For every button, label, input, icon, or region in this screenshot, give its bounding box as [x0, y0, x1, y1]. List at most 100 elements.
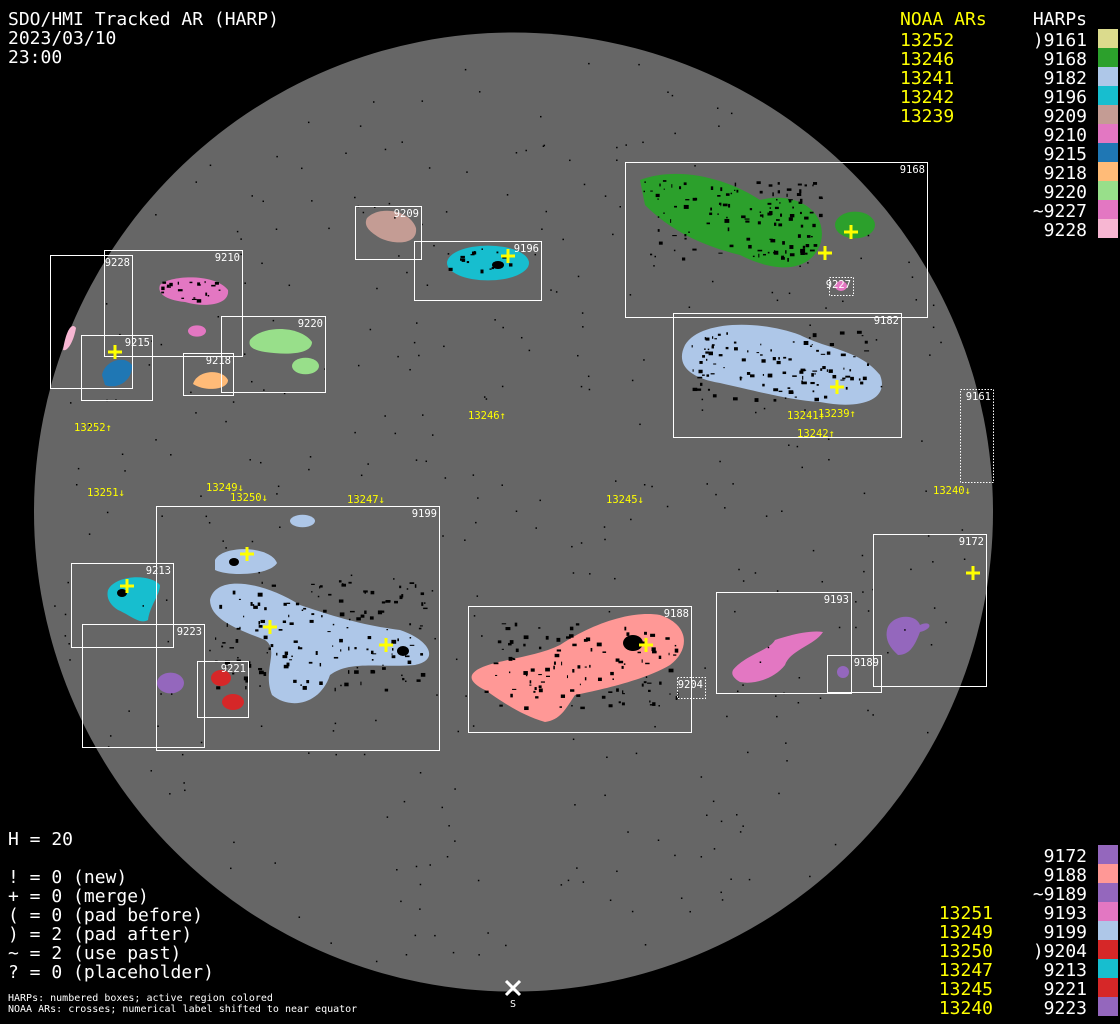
sunspot [414, 584, 417, 588]
sunspot [252, 604, 255, 607]
sunspot [588, 388, 591, 391]
harp-box-9204: 9204 [677, 677, 706, 699]
sunspot [184, 789, 186, 792]
sunspot [406, 271, 408, 274]
sunspot [272, 319, 275, 322]
sunspot [642, 141, 644, 144]
sunspot [720, 205, 722, 207]
sunspot [769, 207, 772, 209]
sunspot [217, 315, 220, 318]
sunspot [717, 195, 721, 197]
harp-legend-item: 9209 [1044, 106, 1087, 127]
south-cross-icon [504, 979, 522, 997]
sunspot [354, 196, 356, 199]
sunspot [161, 286, 165, 291]
sunspot [447, 253, 450, 255]
noaa-legend-item: 13241 [900, 68, 954, 89]
sunspot [701, 398, 704, 401]
sunspot [643, 190, 645, 193]
sunspot [354, 647, 357, 650]
sunspot [717, 213, 719, 216]
harp-box-label: 9220 [298, 318, 323, 330]
sunspot [827, 438, 830, 441]
sunspot [667, 91, 669, 93]
sunspot [806, 235, 811, 238]
sunspot [582, 881, 585, 883]
sunspot [767, 373, 773, 378]
sunspot [733, 341, 737, 344]
sunspot [384, 688, 389, 692]
sunspot [606, 756, 608, 759]
sunspot [571, 545, 573, 548]
sunspot [238, 598, 241, 601]
sunspot [385, 600, 391, 603]
sunspot [927, 535, 930, 537]
sunspot [360, 474, 363, 477]
sunspot [298, 916, 301, 918]
sunspot [572, 572, 575, 574]
sunspot [757, 221, 761, 225]
sunspot [444, 477, 447, 479]
sunspot [867, 610, 870, 612]
sunspot [167, 640, 170, 643]
sunspot [515, 510, 518, 513]
sunspot [487, 932, 489, 934]
sunspot [778, 390, 783, 393]
sunspot [772, 192, 774, 197]
sunspot [619, 205, 621, 208]
sunspot [769, 211, 773, 215]
sunspot [481, 635, 483, 637]
sunspot [170, 693, 173, 695]
harp-color-swatch [1098, 162, 1118, 181]
sunspot [454, 840, 456, 842]
harp-legend-item: 9168 [1044, 49, 1087, 70]
sunspot [718, 354, 723, 357]
harp-color-swatch [1098, 940, 1118, 959]
sunspot [826, 351, 831, 355]
sunspot [222, 540, 224, 542]
sunspot [688, 306, 691, 309]
sunspot [190, 391, 192, 394]
noaa-legend-item: 13240 [939, 998, 993, 1019]
sunspot [183, 782, 185, 784]
sunspot [464, 539, 466, 541]
sunspot [604, 794, 606, 797]
sunspot [282, 620, 287, 624]
sunspot [711, 336, 714, 339]
sunspot [232, 401, 235, 403]
sunspot [730, 878, 732, 880]
sunspot [421, 100, 424, 102]
sunspot [839, 331, 845, 335]
harp-box-9221: 9221 [197, 661, 249, 718]
sunspot [618, 701, 621, 704]
sunspot [734, 347, 738, 351]
active-region-9213 [107, 577, 160, 622]
sunspot [749, 208, 753, 211]
sunspot [672, 235, 677, 237]
sunspot [771, 291, 774, 294]
sunspot [286, 662, 290, 667]
active-region-9168 [835, 211, 875, 239]
sunspot [478, 91, 481, 93]
sunspot [666, 505, 669, 508]
sunspot [604, 195, 607, 197]
sunspot [391, 655, 396, 659]
sunspot [515, 648, 519, 653]
sunspot [653, 265, 655, 267]
sunspot [117, 589, 127, 597]
sunspot [196, 299, 202, 303]
sunspot [384, 148, 387, 151]
sunspot [555, 291, 558, 293]
sunspot [705, 358, 708, 361]
sunspot [434, 934, 436, 937]
sunspot [69, 402, 72, 404]
sunspot [701, 409, 704, 411]
sunspot [700, 776, 703, 778]
sunspot [308, 752, 310, 754]
sunspot [706, 222, 710, 225]
sunspot [725, 346, 729, 350]
sunspot [497, 640, 502, 644]
harp-box-label: 9172 [959, 536, 984, 548]
noaa-cross-icon [844, 225, 858, 239]
sunspot [452, 951, 455, 954]
